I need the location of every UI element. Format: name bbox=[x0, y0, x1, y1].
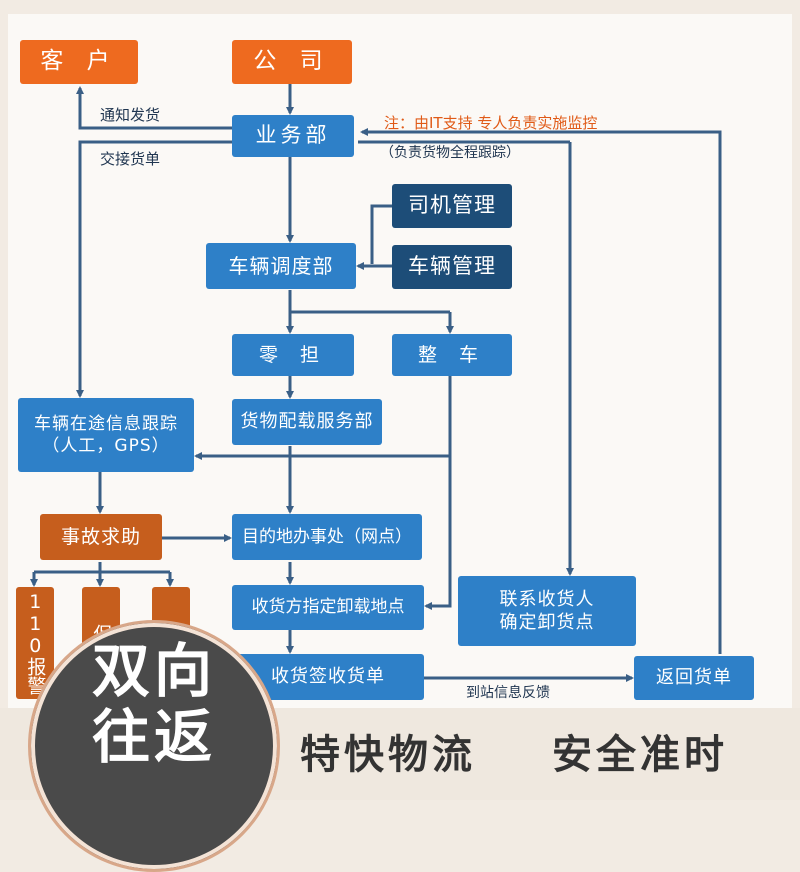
contact-line1: 联系收货人 bbox=[499, 588, 595, 610]
company-node: 公 司 bbox=[232, 40, 352, 84]
tracking-line2: （人工，GPS） bbox=[42, 436, 170, 456]
accident-help-node: 事故求助 bbox=[40, 514, 162, 560]
contact-line2: 确定卸货点 bbox=[499, 612, 595, 633]
notify-shipment-label: 通知发货 bbox=[100, 106, 161, 124]
client-node: 客 户 bbox=[20, 40, 138, 84]
business-dept-node: 业务部 bbox=[232, 115, 354, 157]
ftl-node: 整 车 bbox=[392, 334, 512, 376]
driver-management-node: 司机管理 bbox=[392, 184, 512, 228]
handover-docs-label: 交接货单 bbox=[100, 150, 161, 168]
badge-line2: 往返 bbox=[91, 703, 216, 771]
destination-office-node: 目的地办事处（网点） bbox=[232, 514, 422, 560]
contact-receiver-node: 联系收货人 确定卸货点 bbox=[458, 576, 636, 646]
vehicle-management-node: 车辆管理 bbox=[392, 245, 512, 289]
slogan-right: 安全准时 bbox=[552, 732, 728, 778]
connector-lines bbox=[30, 84, 722, 682]
slogan-left: 特快物流 bbox=[300, 732, 476, 778]
return-receipt-node: 返回货单 bbox=[634, 656, 754, 700]
cargo-service-node: 货物配载服务部 bbox=[232, 399, 382, 445]
badge-text: 双向 往返 bbox=[28, 638, 280, 770]
tracking-node: 车辆在途信息跟踪 （人工，GPS） bbox=[18, 398, 194, 472]
it-support-note: 注：由IT支持 专人负责实施监控 bbox=[384, 114, 598, 132]
tracking-note: （负责货物全程跟踪） bbox=[380, 145, 520, 161]
dispatch-dept-node: 车辆调度部 bbox=[206, 243, 356, 289]
ltl-node: 零 担 bbox=[232, 334, 354, 376]
tracking-line1: 车辆在途信息跟踪 bbox=[34, 413, 178, 434]
unload-point-node: 收货方指定卸载地点 bbox=[232, 585, 424, 630]
arrival-feedback-label: 到站信息反馈 bbox=[466, 685, 550, 701]
badge-line1: 双向 bbox=[91, 637, 216, 705]
